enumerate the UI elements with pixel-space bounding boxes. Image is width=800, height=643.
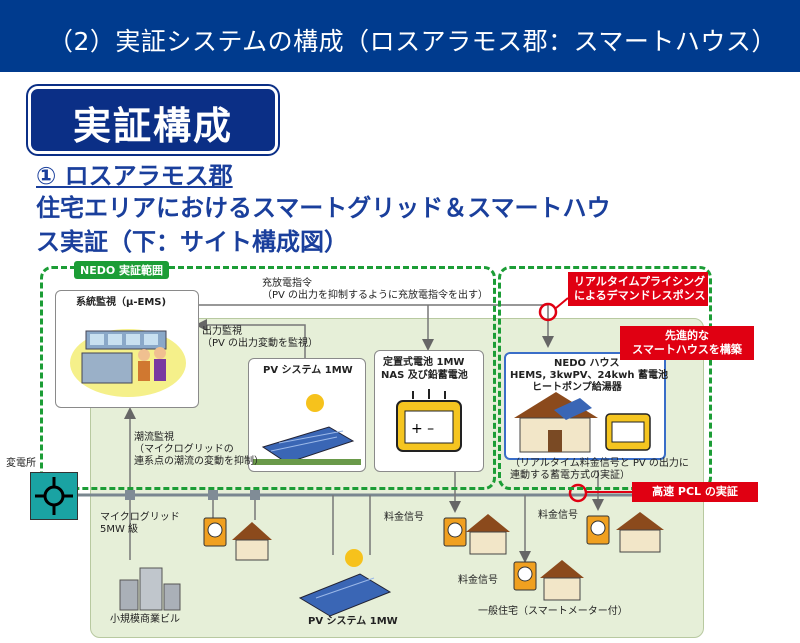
nedo-house-spec: HEMS, 3kwPV、24kwh 蓄電池 (510, 370, 668, 381)
callout-demand-line-1: リアルタイムプライシング (574, 275, 706, 288)
bus-connector (125, 490, 135, 500)
charge-command-desc: （PV の出力を抑制するように充放電指令を出す） (262, 290, 489, 301)
nedo-scope-label: NEDO 実証範囲 (74, 261, 170, 279)
subtitle-line-1: ① ロスアラモス郡 (36, 162, 233, 190)
header-bar: （2）実証システムの構成（ロスアラモス郡：スマートハウス） (0, 0, 800, 72)
general-house-label: 一般住宅（スマートメーター付） (478, 606, 628, 617)
callout-demand-response: リアルタイムプライシング によるデマンドレスポンス (568, 272, 708, 306)
smart-house-icon (514, 392, 651, 453)
subtitle-line-3: ス実証（下：サイト構成図） (36, 228, 348, 256)
price-signal-label: 料金信号 (384, 512, 424, 523)
realtime-note-2: 連動する蓄電方式の実証） (510, 470, 630, 481)
microgrid-label-2: 5MW 級 (100, 524, 139, 535)
commercial-building-label: 小規模商業ビル (110, 614, 180, 625)
nedo-house-box: NEDO ハウス HEMS, 3kwPV、24kwh 蓄電池 ヒートポンプ給湯器 (504, 352, 668, 460)
nedo-house-heatpump: ヒートポンプ給湯器 (532, 382, 622, 393)
pv-system-2-label: PV システム 1MW (308, 616, 398, 627)
operators-illustration (70, 329, 186, 397)
tidal-monitor-desc-2: 連系点の潮流の変動を抑制） (134, 456, 264, 467)
callout-smarthouse-line-2: スマートハウスを構築 (632, 342, 742, 356)
tidal-monitor-desc-1: （マイクログリッドの (134, 444, 234, 455)
charge-command-title: 充放電指令 (262, 278, 312, 289)
tidal-monitor-title: 潮流監視 (134, 432, 174, 443)
realtime-note-1: （リアルタイム料金信号と PV の出力に (510, 458, 689, 469)
nedo-house-title: NEDO ハウス (554, 358, 620, 369)
pv-system-label: PV システム 1MW (263, 365, 353, 376)
callout-demand-line-2: によるデマンドレスポンス (574, 288, 706, 302)
battery-box: 定置式電池 1MW NAS 及び鉛蓄電池 + – (374, 350, 484, 472)
output-monitor-desc: （PV の出力変動を監視） (202, 338, 319, 349)
callout-pcl: 高速 PCL の実証 (632, 482, 758, 502)
substation-icon (30, 472, 78, 520)
ems-box: 系統監視（μ-EMS) (55, 290, 199, 408)
section-badge-label: 実証構成 (72, 104, 233, 148)
microgrid-label-1: マイクログリッド (100, 512, 180, 523)
price-signal-label: 料金信号 (538, 510, 578, 521)
substation-label: 変電所 (6, 458, 36, 469)
pv-system-box: PV システム 1MW (248, 358, 366, 472)
callout-smarthouse-line-1: 先進的な (665, 329, 709, 342)
page-title: （2）実証システムの構成（ロスアラモス郡：スマートハウス） (48, 27, 777, 56)
solar-panel-icon (253, 394, 361, 465)
battery-label-2: NAS 及び鉛蓄電池 (381, 370, 468, 381)
callout-smarthouse: 先進的な スマートハウスを構築 (620, 326, 754, 360)
price-signal-label: 料金信号 (458, 575, 498, 586)
svg-text:+ –: + – (411, 421, 434, 437)
subtitle-line-2: 住宅エリアにおけるスマートグリッド＆スマートハウ (36, 194, 611, 222)
output-monitor-title: 出力監視 (202, 326, 242, 337)
nedo-scope-left (40, 266, 496, 490)
nedo-scope-right (498, 266, 712, 490)
bus-connector (208, 490, 218, 500)
battery-icon: + – (396, 389, 462, 452)
ems-label: 系統監視（μ-EMS) (76, 297, 167, 308)
section-badge: 実証構成 (28, 86, 278, 154)
bus-connector (250, 490, 260, 500)
substation-symbol (35, 477, 73, 515)
battery-label-1: 定置式電池 1MW (383, 357, 465, 368)
